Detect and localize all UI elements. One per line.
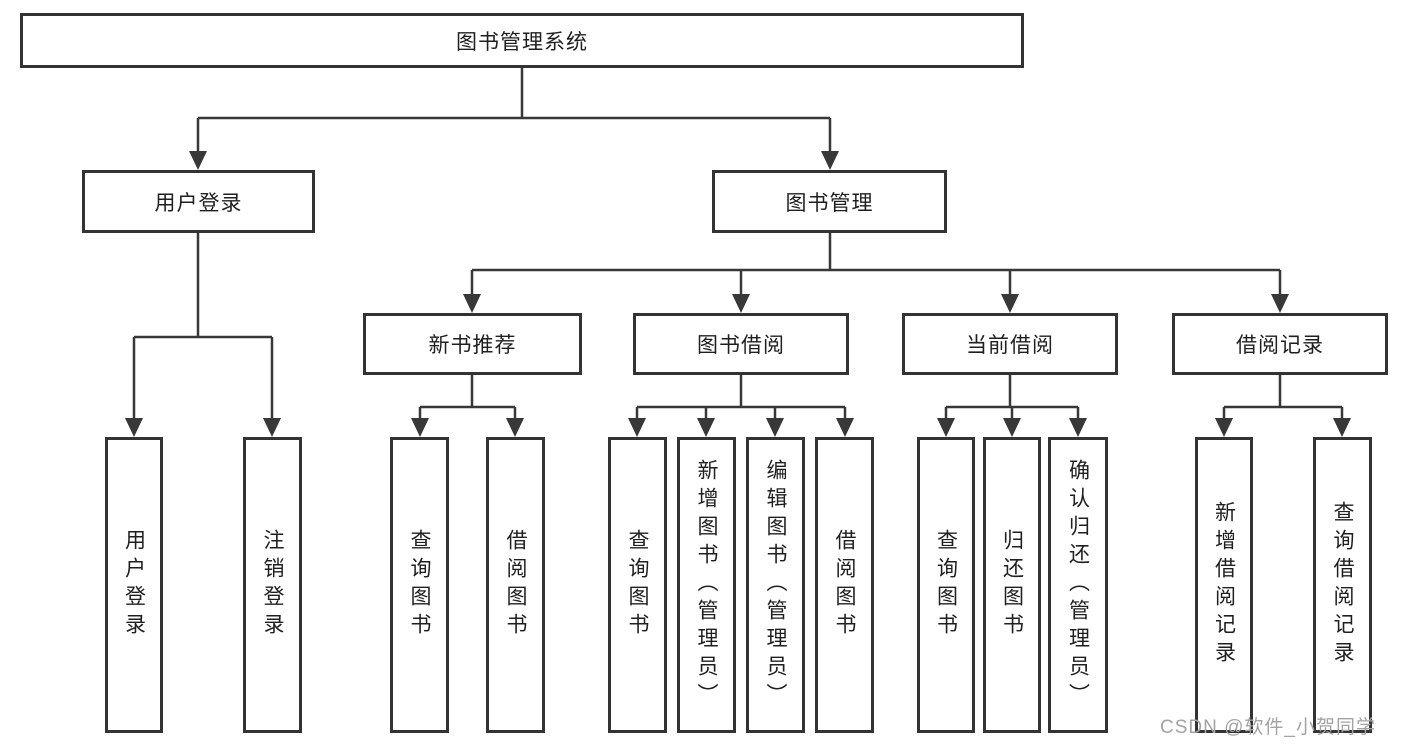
leaf-logout: 注销登录 — [243, 437, 302, 733]
leaf-borrow-books-recommendation: 借阅图书 — [486, 437, 545, 733]
arrow-icon — [411, 418, 429, 437]
leaf-label: 新增图书（管理员） — [695, 459, 718, 711]
csdn-watermark: CSDN @软件_小贺同学 — [1160, 717, 1376, 738]
leaf-label: 借阅图书 — [504, 529, 527, 641]
arrow-icon — [766, 418, 784, 437]
arrow-icon — [937, 418, 955, 437]
leaf-query-borrow-record: 查询借阅记录 — [1313, 437, 1372, 733]
branch-book-borrowing — [635, 375, 847, 422]
leaf-label: 查询图书 — [626, 529, 649, 641]
arrow-icon — [1215, 418, 1233, 437]
node-book-management: 图书管理 — [712, 170, 947, 233]
node-user-login: 用户登录 — [82, 170, 315, 233]
arrow-icon — [463, 294, 481, 313]
leaf-add-books-admin: 新增图书（管理员） — [677, 437, 736, 733]
leaf-edit-books-admin: 编辑图书（管理员） — [746, 437, 805, 733]
leaf-label: 借阅图书 — [833, 529, 856, 641]
leaf-label: 查询图书 — [934, 529, 958, 641]
arrow-icon — [263, 418, 281, 437]
leaf-add-borrow-record: 新增借阅记录 — [1195, 437, 1253, 733]
leaf-user-login: 用户登录 — [105, 437, 163, 733]
branch-new-book-recommendation — [418, 375, 517, 422]
arrow-icon — [1001, 294, 1019, 313]
arrow-icon — [1333, 418, 1351, 437]
node-label: 新书推荐 — [428, 334, 517, 357]
node-label: 借阅记录 — [1236, 334, 1324, 357]
arrow-icon — [1271, 294, 1289, 313]
leaf-return-books: 归还图书 — [983, 437, 1041, 733]
node-library-management-system: 图书管理系统 — [20, 13, 1024, 68]
node-label: 用户登录 — [154, 191, 243, 215]
branch-user-login — [132, 233, 274, 422]
leaf-query-books-recommendation: 查询图书 — [390, 437, 449, 733]
arrow-icon — [125, 418, 143, 437]
leaf-label: 用户登录 — [122, 529, 146, 641]
leaf-label: 确认归还（管理员） — [1066, 459, 1090, 711]
branch-borrowing-records — [1222, 375, 1344, 422]
leaf-label: 新增借阅记录 — [1212, 501, 1236, 669]
leaf-label: 查询借阅记录 — [1331, 501, 1354, 669]
arrow-icon — [1003, 418, 1021, 437]
leaf-label: 归还图书 — [1000, 529, 1024, 641]
branch-root — [196, 68, 832, 155]
leaf-query-books-borrowing: 查询图书 — [608, 437, 667, 733]
arrow-icon — [821, 151, 839, 170]
arrow-icon — [836, 418, 854, 437]
node-current-borrowing: 当前借阅 — [902, 313, 1118, 375]
arrow-icon — [189, 151, 207, 170]
node-borrowing-records: 借阅记录 — [1172, 313, 1388, 375]
node-label: 图书管理 — [785, 191, 874, 215]
branch-book-management — [470, 233, 1282, 298]
node-label: 图书管理系统 — [456, 30, 588, 54]
arrow-icon — [732, 294, 750, 313]
arrow-icon — [506, 418, 524, 437]
node-label: 图书借阅 — [697, 334, 785, 357]
node-book-borrowing: 图书借阅 — [633, 313, 849, 375]
leaf-query-books-current: 查询图书 — [917, 437, 975, 733]
arrowheads — [125, 151, 1351, 437]
leaf-borrow-books-borrowing: 借阅图书 — [815, 437, 874, 733]
arrow-icon — [1069, 418, 1087, 437]
branch-current-borrowing — [944, 375, 1080, 422]
node-new-book-recommendation: 新书推荐 — [363, 313, 582, 375]
arrow-icon — [697, 418, 715, 437]
leaf-confirm-return-admin: 确认归还（管理员） — [1048, 437, 1108, 733]
leaf-label: 查询图书 — [408, 529, 431, 641]
leaf-label: 注销登录 — [261, 529, 284, 641]
leaf-label: 编辑图书（管理员） — [764, 459, 787, 711]
arrow-icon — [628, 418, 646, 437]
node-label: 当前借阅 — [966, 334, 1054, 357]
